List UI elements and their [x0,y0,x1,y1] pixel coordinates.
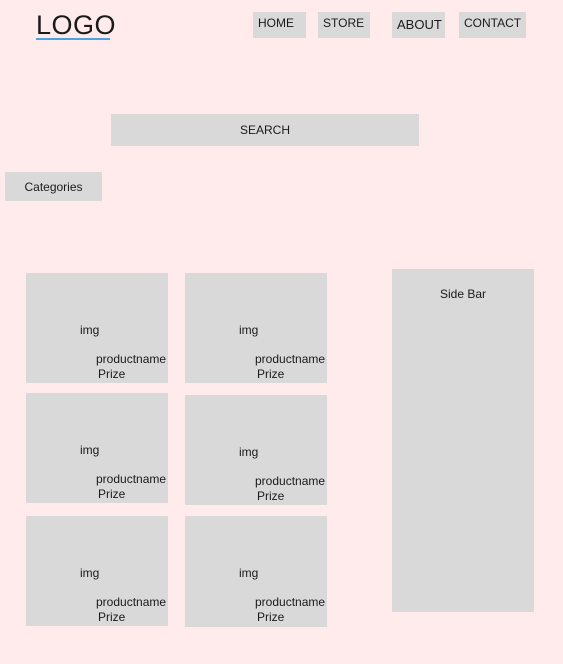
product-name: productname [255,474,326,488]
product-image-placeholder: img [80,566,100,580]
sidebar-label: Side Bar [439,287,487,301]
logo-underline [36,38,110,40]
product-name: productname [255,595,326,609]
product-image-placeholder: img [239,323,259,337]
product-image-placeholder: img [239,566,259,580]
product-card[interactable]: img productname Prize [26,516,168,626]
categories-label: Categories [24,179,83,194]
product-card[interactable]: img productname Prize [185,395,327,505]
product-name: productname [96,352,167,366]
search-bar[interactable]: SEARCH [111,114,419,146]
product-name: productname [255,352,326,366]
product-image-placeholder: img [239,445,259,459]
nav-about-button[interactable]: ABOUT [392,12,445,38]
product-image-placeholder: img [80,323,100,337]
nav-store-button[interactable]: STORE [318,12,370,38]
product-price: Prize [98,610,126,624]
product-card[interactable]: img productname Prize [26,393,168,503]
sidebar: Side Bar [392,269,534,612]
search-label: SEARCH [239,123,290,137]
product-image-placeholder: img [80,443,100,457]
product-card[interactable]: img productname Prize [185,273,327,383]
product-name: productname [96,595,167,609]
nav-contact-button[interactable]: CONTACT [459,12,526,38]
product-name: productname [96,472,167,486]
nav-home-button[interactable]: HOME [253,12,306,38]
categories-button[interactable]: Categories [5,172,102,201]
product-price: Prize [257,489,285,503]
product-card[interactable]: img productname Prize [185,516,327,627]
product-price: Prize [257,367,285,381]
product-price: Prize [257,610,285,624]
product-card[interactable]: img productname Prize [26,273,168,383]
logo[interactable]: LOGO [36,10,117,40]
product-price: Prize [98,367,126,381]
product-price: Prize [98,487,126,501]
